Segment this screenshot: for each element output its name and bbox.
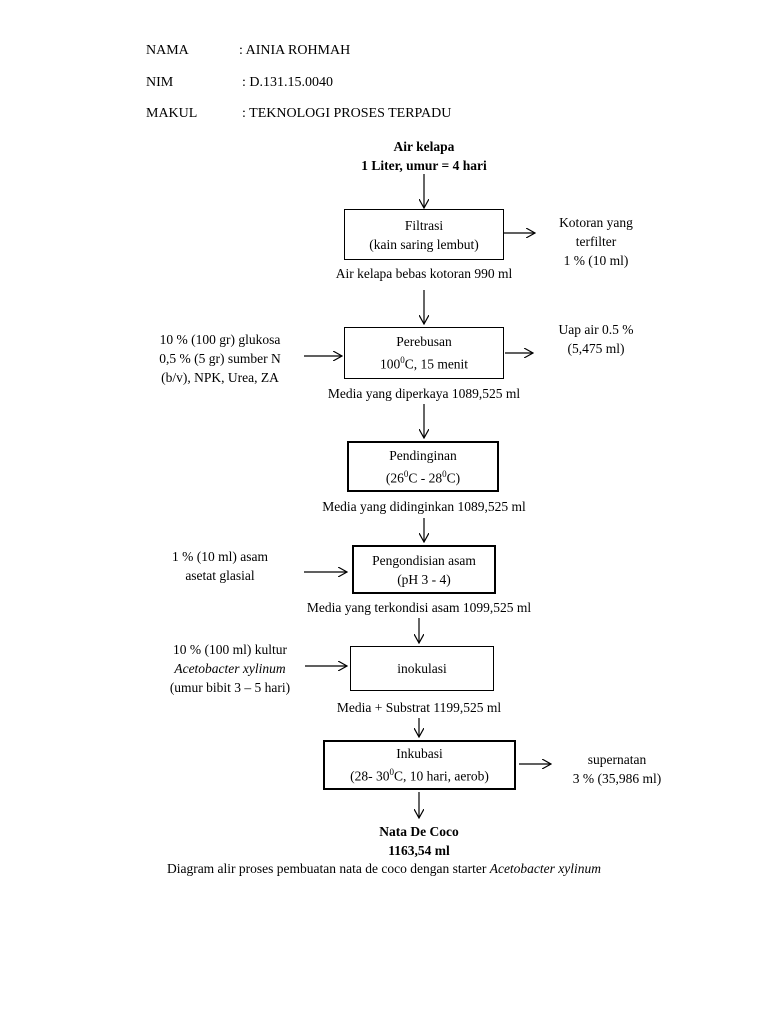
start-line2: 1 Liter, umur = 4 hari [361, 158, 487, 173]
makul-value: : TEKNOLOGI PROSES TERPADU [242, 106, 452, 121]
filtrasi-line2: (kain saring lembut) [369, 236, 479, 252]
pengondisian-output: Media yang terkondisi asam 1099,525 ml [306, 600, 532, 615]
caption-italic: Acetobacter xylinum [489, 861, 602, 876]
uap-air-line2: (5,475 ml) [567, 341, 625, 356]
inkubasi-box: Inkubasi (28- 300C, 10 hari, aerob) [323, 740, 516, 790]
kotoran-line2: terfilter [575, 234, 617, 249]
glukosa-line3: (b/v), NPK, Urea, ZA [161, 370, 279, 385]
supernatan-line2: 3 % (35,986 ml) [572, 771, 662, 786]
glukosa-line2: 0,5 % (5 gr) sumber N [159, 351, 281, 366]
filtrasi-box: Filtrasi (kain saring lembut) [344, 209, 504, 260]
kultur-line1: 10 % (100 ml) kultur [173, 642, 287, 657]
perebusan-line1: Perebusan [396, 334, 452, 350]
kultur-input: 10 % (100 ml) kultur Acetobacter xylinum… [140, 640, 320, 697]
pendinginan-line2: (260C - 280C) [385, 468, 461, 486]
filtrasi-line1: Filtrasi [404, 217, 444, 233]
pengondisian-line2: (pH 3 - 4) [397, 571, 451, 587]
asam-input: 1 % (10 ml) asam asetat glasial [150, 547, 290, 585]
glukosa-input: 10 % (100 gr) glukosa 0,5 % (5 gr) sumbe… [140, 330, 300, 387]
kultur-line2: Acetobacter xylinum [174, 661, 286, 676]
caption-text: Diagram alir proses pembuatan nata de co… [166, 861, 490, 876]
uap-air-line1: Uap air 0.5 % [558, 322, 634, 337]
inkubasi-line1: Inkubasi [396, 746, 443, 762]
supernatan-line1: supernatan [587, 752, 647, 767]
inokulasi-output: Media + Substrat 1199,525 ml [336, 700, 502, 715]
end-line1: Nata De Coco [379, 824, 459, 839]
pendinginan-box: Pendinginan (260C - 280C) [347, 441, 499, 492]
filtrasi-output: Air kelapa bebas kotoran 990 ml [335, 266, 513, 281]
kotoran-line3: 1 % (10 ml) [563, 253, 629, 268]
inokulasi-line1: inokulasi [397, 661, 447, 676]
pendinginan-line1: Pendinginan [389, 447, 457, 463]
pendinginan-output: Media yang didinginkan 1089,525 ml [322, 499, 526, 514]
asam-line1: 1 % (10 ml) asam [172, 549, 268, 564]
nim-value: : D.131.15.0040 [242, 75, 333, 90]
nama-value: : AINIA ROHMAH [239, 43, 351, 58]
end-line2: 1163,54 ml [388, 843, 450, 858]
start-node: Air kelapa 1 Liter, umur = 4 hari [324, 137, 524, 175]
perebusan-output: Media yang diperkaya 1089,525 ml [327, 386, 521, 401]
perebusan-box: Perebusan 1000C, 15 menit [344, 327, 504, 379]
makul-label: MAKUL [146, 106, 198, 121]
perebusan-line2: 1000C, 15 menit [379, 355, 469, 372]
end-node: Nata De Coco 1163,54 ml [319, 822, 519, 860]
kotoran-line1: Kotoran yang [559, 215, 633, 230]
nama-label: NAMA [146, 43, 189, 58]
inokulasi-box: inokulasi [350, 646, 494, 691]
inkubasi-line2: (28- 300C, 10 hari, aerob) [350, 767, 489, 784]
kotoran-output: Kotoran yang terfilter 1 % (10 ml) [536, 213, 656, 270]
asam-line2: asetat glasial [185, 568, 255, 583]
kultur-line3: (umur bibit 3 – 5 hari) [169, 680, 291, 695]
supernatan-output: supernatan 3 % (35,986 ml) [552, 750, 682, 788]
uap-air-output: Uap air 0.5 % (5,475 ml) [536, 320, 656, 358]
pengondisian-box: Pengondisian asam (pH 3 - 4) [352, 545, 496, 594]
pengondisian-line1: Pengondisian asam [372, 552, 476, 568]
nim-label: NIM [146, 75, 174, 90]
diagram-caption: Diagram alir proses pembuatan nata de co… [84, 861, 684, 877]
start-line1: Air kelapa [393, 139, 455, 154]
glukosa-line1: 10 % (100 gr) glukosa [159, 332, 281, 347]
